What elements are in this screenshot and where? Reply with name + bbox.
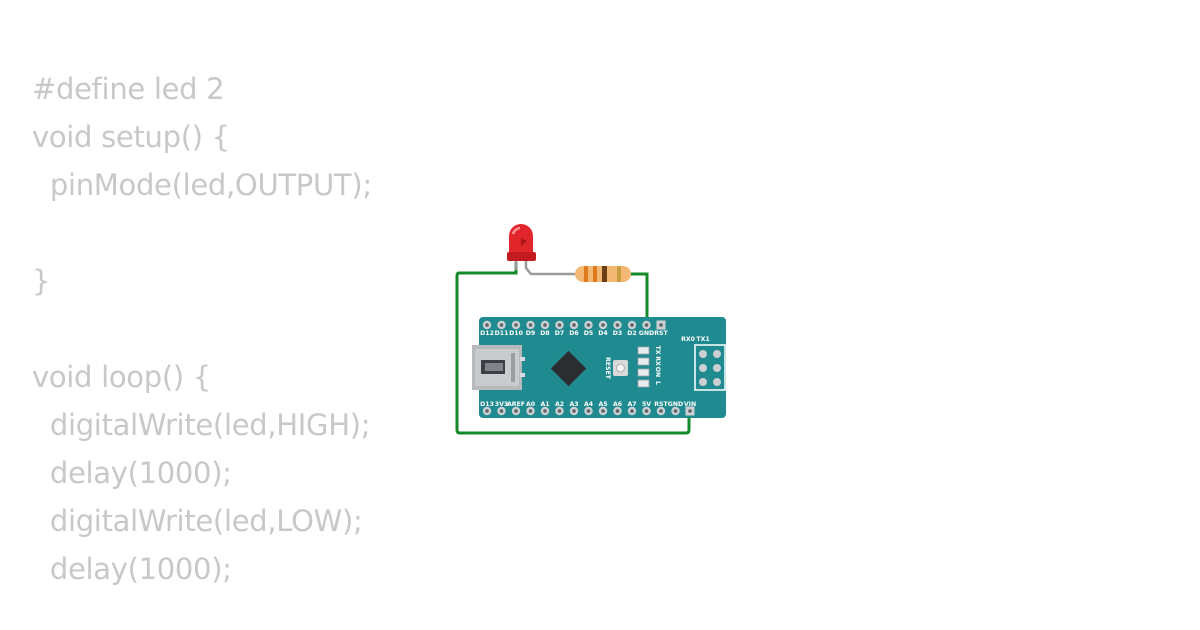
pin-hole — [586, 409, 591, 413]
header-label: TX1 — [696, 336, 709, 343]
pin-hole — [673, 409, 678, 413]
pin-hole — [557, 409, 562, 413]
pin-hole — [514, 323, 518, 327]
pin-label: D6 — [569, 330, 578, 337]
pin-hole — [644, 409, 649, 413]
pin-hole — [615, 409, 620, 413]
pin-label: D7 — [555, 330, 564, 337]
pin-hole — [630, 409, 634, 413]
pin-label: D12 — [480, 330, 494, 337]
board-pcb — [479, 317, 726, 418]
icsp-pin — [699, 350, 707, 358]
pin-label: D13 — [480, 401, 494, 408]
pin-hole — [615, 323, 620, 327]
pin-hole — [499, 323, 504, 327]
pin-label: A1 — [540, 401, 549, 408]
pin-label: D10 — [509, 330, 523, 337]
icsp-header — [694, 344, 726, 391]
pin-hole — [514, 409, 518, 413]
icsp-pin — [713, 364, 721, 372]
icsp-pins — [699, 350, 721, 386]
status-led-label: ON — [654, 367, 661, 377]
usb-connector-icon — [472, 345, 525, 390]
status-led-label: RX — [654, 356, 661, 366]
pin-label: RST — [654, 401, 668, 408]
pin-hole — [630, 323, 634, 327]
pin-hole — [601, 409, 605, 413]
pin-hole — [601, 323, 605, 327]
pin-label: D5 — [584, 330, 593, 337]
status-led-label: TX — [654, 346, 661, 355]
code-line: digitalWrite(led,HIGH); — [32, 408, 371, 442]
pin-hole — [659, 323, 663, 327]
code-line: #define led 2 — [32, 72, 225, 106]
code-line: pinMode(led,OUTPUT); — [32, 168, 372, 202]
pin-hole — [543, 323, 547, 327]
status-led — [637, 379, 650, 388]
pin-hole — [528, 323, 533, 327]
pin-hole — [557, 323, 562, 327]
icsp-pin — [699, 364, 707, 372]
pin-label: 5V — [642, 401, 651, 408]
pin-hole — [572, 409, 576, 413]
pin-label: A7 — [627, 401, 636, 408]
pin-hole — [644, 323, 649, 327]
pin-label: A6 — [613, 401, 622, 408]
pin-label: A0 — [526, 401, 536, 408]
pin-label: 3V3 — [495, 401, 508, 408]
pin-hole — [572, 323, 576, 327]
pin-label: A4 — [584, 401, 594, 408]
pin-hole — [499, 409, 504, 413]
gnd-wire[interactable] — [455, 262, 691, 435]
pin-label: D3 — [613, 330, 622, 337]
pin-hole — [543, 409, 547, 413]
pin-label: A2 — [555, 401, 564, 408]
pin-hole — [485, 323, 489, 327]
pin-label: GND — [668, 401, 683, 408]
reset-label: RESET — [604, 357, 611, 380]
pin-label: GND — [639, 330, 654, 337]
code-line: } — [32, 264, 51, 298]
icsp-pin — [699, 378, 707, 386]
pin-label: A5 — [598, 401, 607, 408]
pin-label: RST — [654, 330, 668, 337]
pin-hole — [688, 409, 692, 413]
pin-label: VIN — [684, 401, 696, 408]
reset-button[interactable] — [613, 360, 628, 376]
header-label: RX0 — [681, 336, 696, 343]
code-line: void setup() { — [32, 120, 230, 154]
status-led — [637, 346, 650, 355]
status-led-label: L — [654, 381, 661, 385]
icsp-pin — [713, 350, 721, 358]
pin-label: D8 — [540, 330, 549, 337]
pin-hole — [659, 409, 663, 413]
pin-label: D11 — [495, 330, 509, 337]
pin-hole — [528, 409, 533, 413]
red-led[interactable] — [507, 224, 560, 276]
pin-label: D2 — [627, 330, 636, 337]
code-line: digitalWrite(led,LOW); — [32, 504, 363, 538]
pin-label: AREF — [507, 401, 525, 408]
pin-label: A3 — [569, 401, 578, 408]
pin-label: D9 — [526, 330, 535, 337]
d2-wire[interactable] — [628, 272, 649, 324]
code-line: delay(1000); — [32, 456, 232, 490]
code-listing: #define led 2 void setup() { pinMode(led… — [32, 65, 372, 593]
icsp-pin — [713, 378, 721, 386]
microcontroller-chip — [550, 350, 587, 387]
resistor[interactable] — [560, 266, 631, 282]
code-line: void loop() { — [32, 360, 211, 394]
status-led — [637, 357, 650, 366]
pin-hole — [586, 323, 591, 327]
pin-label: D4 — [598, 330, 608, 337]
status-led — [637, 368, 650, 377]
pin-hole — [485, 409, 489, 413]
code-line: delay(1000); — [32, 552, 232, 586]
